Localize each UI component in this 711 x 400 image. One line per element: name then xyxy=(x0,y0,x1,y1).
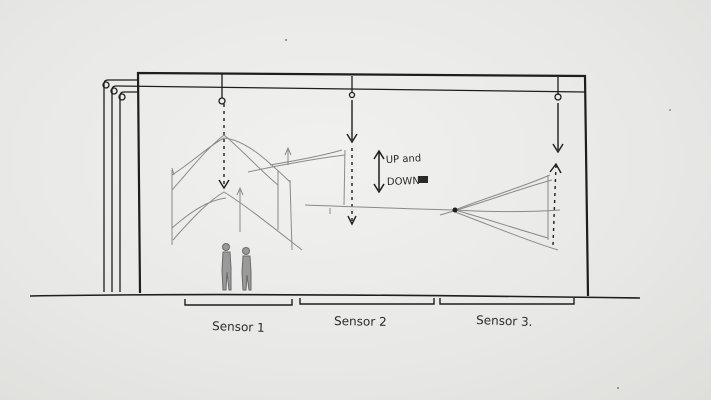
hanging-cables xyxy=(218,74,562,105)
ground-line xyxy=(29,293,641,299)
scribble-mark xyxy=(418,176,428,183)
annotation-line-1: UP and xyxy=(386,153,422,166)
sensor-2-3-node xyxy=(452,207,458,213)
sensor-brackets xyxy=(184,298,575,306)
sensor-1-label: Sensor 1 xyxy=(212,319,265,335)
sensor-3-bracket xyxy=(439,298,575,305)
depth-frames xyxy=(102,79,586,292)
sensor-2-label: Sensor 2 xyxy=(334,314,387,329)
updown-arrow xyxy=(373,149,385,194)
motion-arrows xyxy=(218,100,564,246)
paper-specks xyxy=(285,39,671,389)
sensor-3-label: Sensor 3. xyxy=(476,313,533,329)
sensor-1-bracket xyxy=(184,299,293,306)
sensor-1-surface xyxy=(171,134,346,251)
sensor-2-bracket xyxy=(299,298,435,305)
human-figures xyxy=(221,243,252,291)
annotation-line-2: DOWN xyxy=(387,176,420,188)
sensor-2-3-surface xyxy=(304,149,561,251)
main-frame xyxy=(136,71,590,297)
